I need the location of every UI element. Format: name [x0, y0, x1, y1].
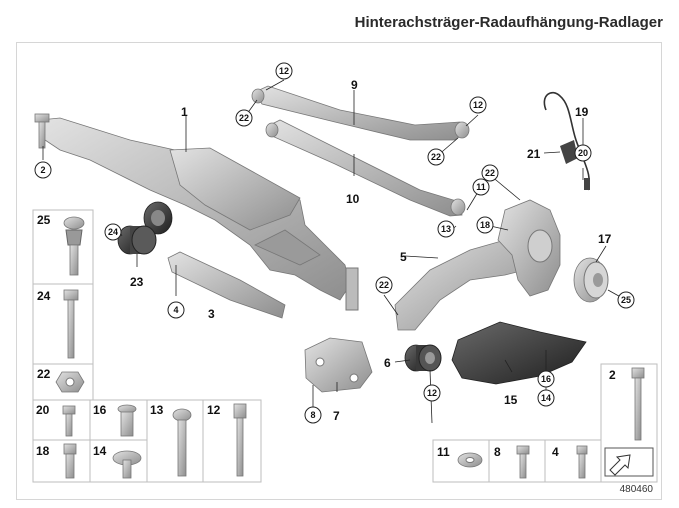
hardware-box-2[interactable]: 2	[600, 363, 658, 483]
bracket-part-7[interactable]	[304, 337, 373, 393]
callout-5: 5	[400, 250, 407, 264]
svg-text:22: 22	[37, 367, 51, 381]
callout-22-lower: 22	[379, 280, 389, 290]
callout-22d-circle: 22	[375, 276, 393, 294]
hardware-box-4[interactable]: 4	[544, 439, 602, 483]
callout-7: 7	[333, 409, 340, 423]
arm-9-eye-left	[251, 88, 265, 104]
hardware-box-24[interactable]: 24	[32, 283, 94, 365]
callout-16: 16	[541, 374, 551, 384]
callout-12-bottom: 12	[427, 388, 437, 398]
callout-15: 15	[504, 393, 518, 407]
callout-13-circle: 13	[437, 220, 455, 238]
callout-24-circle: 24	[104, 223, 122, 241]
callout-22-mid: 22	[431, 152, 441, 162]
callout-13: 13	[441, 224, 451, 234]
strut-part-3[interactable]	[167, 251, 286, 319]
next-page-arrow-icon[interactable]	[604, 447, 654, 477]
callout-3: 3	[208, 307, 215, 321]
callout-22b-circle: 22	[427, 148, 445, 166]
callout-10: 10	[346, 192, 360, 206]
svg-text:12: 12	[207, 403, 221, 417]
control-arm-part-10[interactable]	[267, 119, 463, 217]
callout-25: 25	[621, 295, 631, 305]
wheel-hub-part-17[interactable]	[573, 257, 609, 303]
callout-22a-circle: 22	[235, 109, 253, 127]
svg-text:8: 8	[494, 445, 501, 459]
svg-text:16: 16	[93, 403, 107, 417]
arm-10-eye-left	[265, 122, 279, 138]
hardware-box-11[interactable]: 11	[432, 439, 490, 483]
callout-22c-circle: 22	[481, 164, 499, 182]
callout-9: 9	[351, 78, 358, 92]
callout-12-top: 12	[279, 66, 289, 76]
callout-25-circle: 25	[617, 291, 635, 309]
rubber-bushing-part-23[interactable]	[117, 225, 157, 255]
callout-22-left: 22	[239, 113, 249, 123]
callout-22-right: 22	[485, 168, 495, 178]
callout-2-circle: 2	[34, 161, 52, 179]
callout-17: 17	[598, 232, 612, 246]
callout-19: 19	[575, 105, 589, 119]
arm-10-eye-right	[450, 198, 466, 216]
callout-1: 1	[181, 105, 188, 119]
callout-12c-circle: 12	[423, 384, 441, 402]
svg-text:4: 4	[552, 445, 559, 459]
callout-12b-circle: 12	[469, 96, 487, 114]
callout-12-right: 12	[473, 100, 483, 110]
hardware-box-12[interactable]: 12	[202, 399, 262, 483]
callout-6: 6	[384, 356, 391, 370]
svg-text:20: 20	[36, 403, 50, 417]
callout-8-circle: 8	[304, 406, 322, 424]
hardware-box-8[interactable]: 8	[488, 439, 546, 483]
svg-text:2: 2	[609, 368, 616, 382]
callout-14: 14	[541, 393, 551, 403]
document-number: 480460	[619, 484, 653, 495]
callout-8: 8	[310, 410, 315, 420]
svg-text:18: 18	[36, 444, 50, 458]
svg-text:24: 24	[37, 289, 51, 303]
callout-20-circle: 20	[574, 144, 592, 162]
callout-24: 24	[108, 227, 118, 237]
hardware-box-14[interactable]: 14	[89, 439, 148, 483]
speed-sensor-part-19[interactable]	[543, 91, 590, 191]
svg-text:25: 25	[37, 213, 51, 227]
hardware-box-20[interactable]: 20	[32, 399, 91, 441]
callout-16-circle: 16	[537, 370, 555, 388]
arm-9-eye-right	[454, 121, 470, 139]
callout-23: 23	[130, 275, 144, 289]
callout-11-circle: 11	[472, 178, 490, 196]
hardware-box-13[interactable]: 13	[146, 399, 204, 483]
svg-text:14: 14	[93, 444, 107, 458]
bushing-part-6[interactable]	[404, 344, 442, 372]
svg-text:13: 13	[150, 403, 164, 417]
callout-18-circle: 18	[476, 216, 494, 234]
callout-18: 18	[480, 220, 490, 230]
callout-20: 20	[578, 148, 588, 158]
heat-shield-part-15[interactable]	[451, 321, 587, 385]
hardware-box-22[interactable]: 22	[32, 363, 94, 401]
bolt-part-2[interactable]	[34, 113, 50, 149]
sensor-clip-part-21[interactable]	[560, 140, 578, 164]
hardware-box-18[interactable]: 18	[32, 439, 91, 483]
callout-14-circle: 14	[537, 389, 555, 407]
callout-2: 2	[40, 165, 45, 175]
callout-11: 11	[476, 182, 486, 192]
diagram-frame	[16, 42, 662, 500]
hardware-box-16[interactable]: 16	[89, 399, 148, 441]
callout-21: 21	[527, 147, 541, 161]
callout-4: 4	[173, 305, 178, 315]
diagram-title: Hinterachsträger-Radaufhängung-Radlager	[354, 14, 663, 31]
callout-4-circle: 4	[167, 301, 185, 319]
wishbone-part-5[interactable]	[394, 239, 526, 331]
svg-text:11: 11	[437, 445, 450, 459]
callout-12a-circle: 12	[275, 62, 293, 80]
rear-axle-carrier[interactable]	[39, 117, 359, 311]
hardware-box-25[interactable]: 25	[32, 209, 94, 285]
